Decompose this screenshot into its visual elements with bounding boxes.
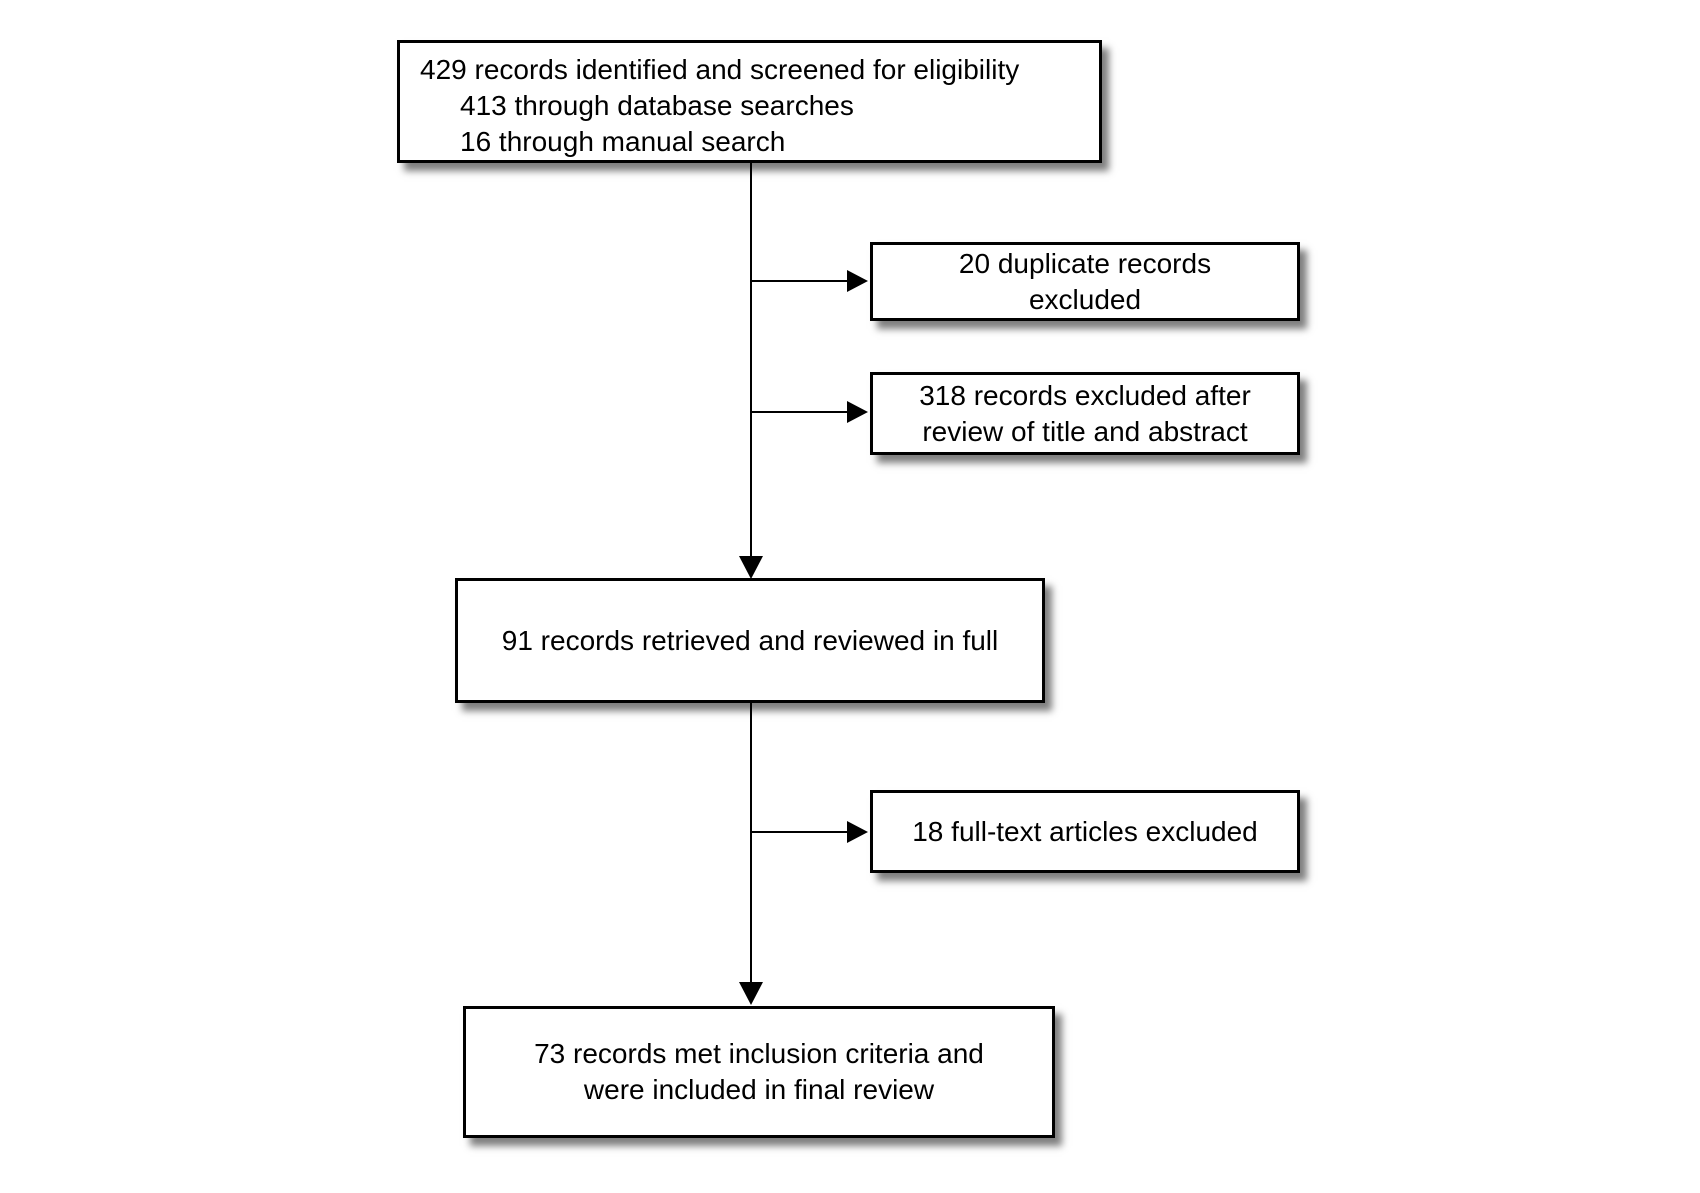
arrowhead-right-icon	[847, 401, 868, 423]
node-text-line: 73 records met inclusion criteria and	[534, 1038, 984, 1069]
arrowhead-down-icon	[739, 982, 763, 1005]
node-records-included: 73 records met inclusion criteria and we…	[463, 1006, 1055, 1138]
connector-identified-to-retrieved	[750, 163, 752, 560]
node-records-identified: 429 records identified and screened for …	[397, 40, 1102, 163]
node-text-line: 20 duplicate records	[958, 247, 1212, 279]
node-text-line: excluded	[1028, 283, 1142, 315]
node-text-line: 318 records excluded after	[919, 379, 1251, 411]
node-duplicates-excluded: 20 duplicate records excluded	[870, 242, 1300, 321]
arrowhead-down-icon	[739, 556, 763, 579]
node-text-line: review of title and abstract	[922, 415, 1248, 447]
node-text-line: 18 full-text articles excluded	[912, 815, 1258, 847]
connector-to-title-abstract-excluded	[751, 411, 849, 413]
connector-to-fulltext-excluded	[751, 831, 849, 833]
node-text-line: 16 through manual search	[460, 126, 786, 157]
node-text-line: were included in final review	[583, 1074, 935, 1105]
node-fulltext-excluded: 18 full-text articles excluded	[870, 790, 1300, 873]
connector-to-duplicates-excluded	[751, 280, 849, 282]
node-text-line: 91 records retrieved and reviewed in ful…	[501, 624, 999, 656]
connector-retrieved-to-included	[750, 703, 752, 984]
node-records-retrieved: 91 records retrieved and reviewed in ful…	[455, 578, 1045, 703]
node-title-abstract-excluded: 318 records excluded after review of tit…	[870, 372, 1300, 455]
arrowhead-right-icon	[847, 821, 868, 843]
node-text-line: 413 through database searches	[460, 90, 854, 121]
node-text-line: 429 records identified and screened for …	[420, 54, 1020, 85]
arrowhead-right-icon	[847, 270, 868, 292]
